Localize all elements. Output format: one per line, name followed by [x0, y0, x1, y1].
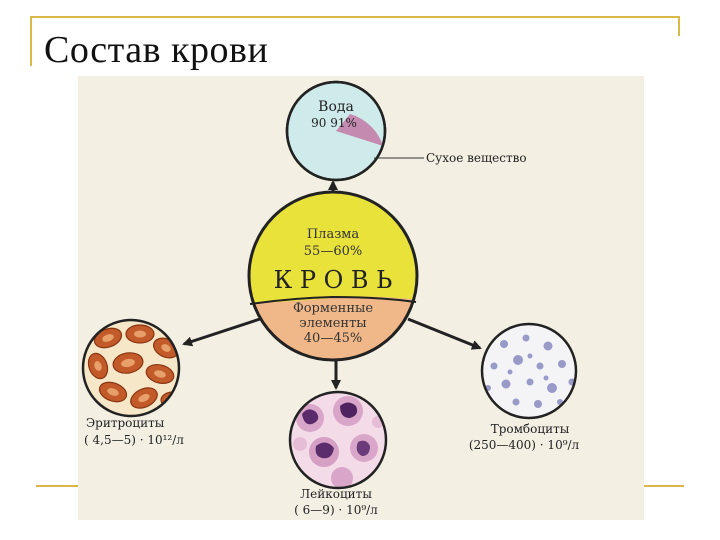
- slide-right-rule: [678, 16, 680, 36]
- leukocytes-count: ( 6—9) · 10⁹/л: [294, 503, 378, 517]
- platelets-label: Тромбоциты: [491, 422, 570, 436]
- water-percent: 90 91%: [311, 116, 357, 130]
- arrow-to-erythrocytes: [182, 317, 261, 347]
- formed-label-1: Форменные: [293, 301, 373, 316]
- slide-bottom-rule-right: [644, 485, 684, 487]
- water-label: Вода: [318, 99, 354, 115]
- blood-center-circle: Плазма 55—60% К Р О В Ь Форменные элемен…: [247, 190, 419, 362]
- erythrocytes-circle: [81, 318, 181, 418]
- water-circle: Вода 90 91%: [285, 80, 387, 182]
- slide-top-rule: [30, 16, 678, 18]
- slide-title: Состав крови: [44, 29, 269, 71]
- dry-matter-slice: [336, 114, 383, 146]
- formed-percent: 40—45%: [304, 331, 362, 346]
- plasma-percent: 55—60%: [304, 244, 362, 259]
- leukocytes-label: Лейкоциты: [300, 487, 372, 501]
- erythrocytes-label: Эритроциты: [86, 416, 165, 430]
- plasma-label: Плазма: [307, 227, 360, 242]
- platelets-circle: [480, 322, 578, 420]
- formed-label-2: элементы: [299, 316, 366, 331]
- slide-bottom-rule-left: [36, 485, 78, 487]
- erythrocytes-count: ( 4,5—5) · 10¹²/л: [84, 433, 184, 447]
- dry-matter-label: Сухое вещество: [426, 151, 527, 165]
- leukocytes-circle: [288, 390, 388, 490]
- blood-composition-figure: Вода 90 91% Сухое вещество Плазма 55—60%…: [78, 76, 644, 520]
- plasma-region: [249, 192, 417, 304]
- blood-label: К Р О В Ь: [274, 266, 393, 294]
- blood-diagram: Вода 90 91% Сухое вещество Плазма 55—60%…: [81, 80, 580, 517]
- platelets-count: (250—400) · 10⁹/л: [469, 438, 580, 452]
- arrow-to-platelets: [407, 317, 482, 350]
- slide-left-rule: [30, 16, 32, 66]
